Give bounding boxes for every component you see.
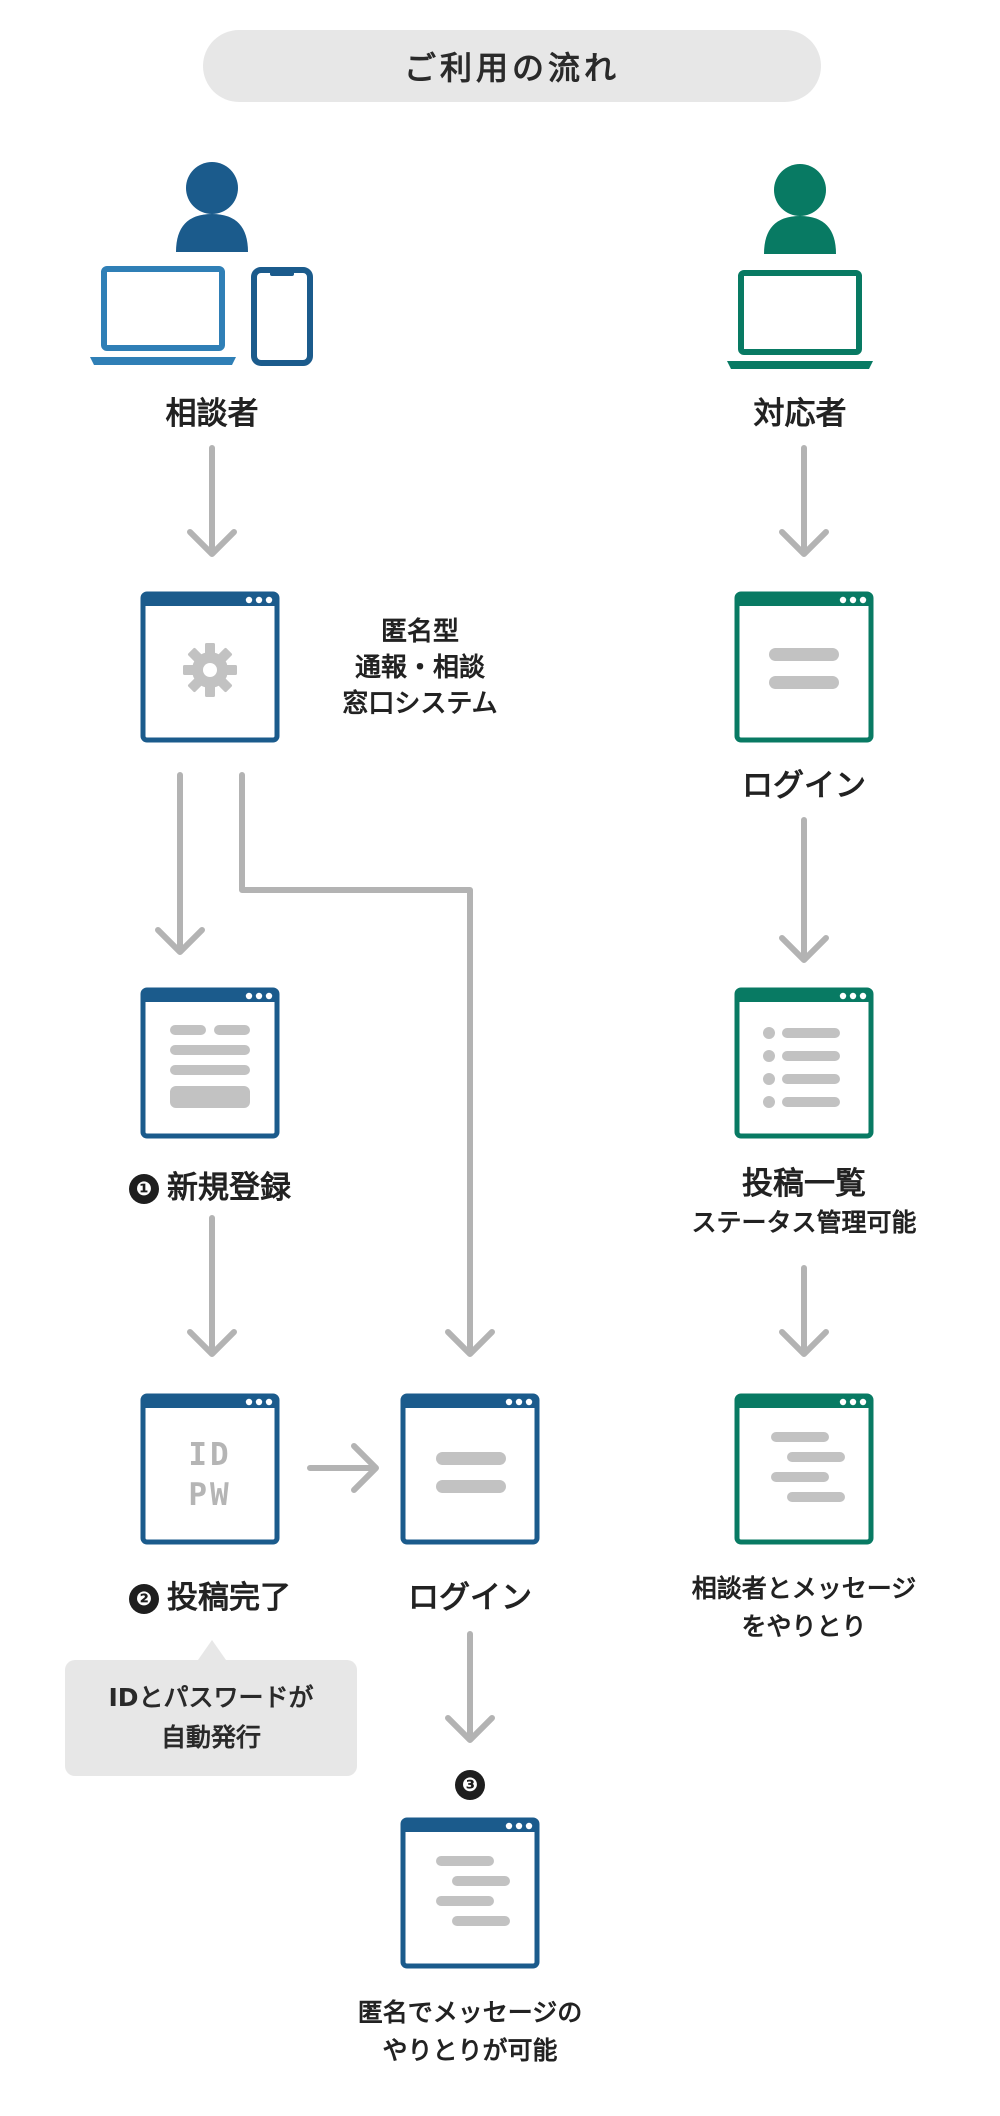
- list-icon: [763, 1027, 840, 1108]
- login-label-right: ログイン: [742, 768, 866, 804]
- right-result-text: 相談者とメッセージ をやりとり: [691, 1574, 917, 1641]
- left-result-text: 匿名でメッセージの やりとりが可能: [357, 1998, 583, 2065]
- idpw-window: [140, 1393, 280, 1545]
- consulter-person-icon: [176, 162, 248, 252]
- step1-number-badge: ❶: [129, 1174, 159, 1204]
- message-lines-icon: [436, 1856, 510, 1926]
- consulter-label: 相談者: [165, 396, 259, 432]
- post-list-label: 投稿一覧: [742, 1166, 866, 1202]
- login-form-icon: [436, 1452, 506, 1493]
- step3-label: ❸: [440, 1766, 500, 1802]
- idpw-text: ID PW: [188, 1437, 232, 1513]
- arrows: [155, 445, 829, 1743]
- system-name: 匿名型 通報・相談 窓口システム: [342, 617, 498, 719]
- gear-icon: [183, 643, 237, 697]
- post-list-window: [734, 987, 874, 1139]
- message-lines-icon-right: [771, 1432, 845, 1502]
- page-title: ご利用の流れ: [203, 30, 821, 102]
- responder-person-icon: [764, 164, 836, 254]
- login-label-left: ログイン: [408, 1580, 532, 1616]
- login-window-right: [734, 591, 874, 743]
- message-window-right: [734, 1393, 874, 1545]
- login-window-left: [400, 1393, 540, 1545]
- login-form-icon-right: [769, 648, 839, 689]
- laptop-icon: [90, 266, 236, 365]
- register-form-window: [140, 987, 280, 1139]
- form-icon: [170, 1025, 250, 1108]
- responder-laptop-icon: [727, 270, 873, 369]
- step3-number-badge: ❸: [455, 1770, 485, 1800]
- system-window: [140, 591, 280, 743]
- message-window-left: [400, 1817, 540, 1969]
- step2-number-badge: ❷: [129, 1584, 159, 1614]
- note-pointer: [198, 1640, 226, 1660]
- post-list-sublabel: ステータス管理可能: [691, 1208, 917, 1237]
- responder-label: 対応者: [753, 396, 847, 432]
- smartphone-icon: [251, 267, 313, 366]
- idpw-note: IDとパスワードが 自動発行: [65, 1660, 357, 1776]
